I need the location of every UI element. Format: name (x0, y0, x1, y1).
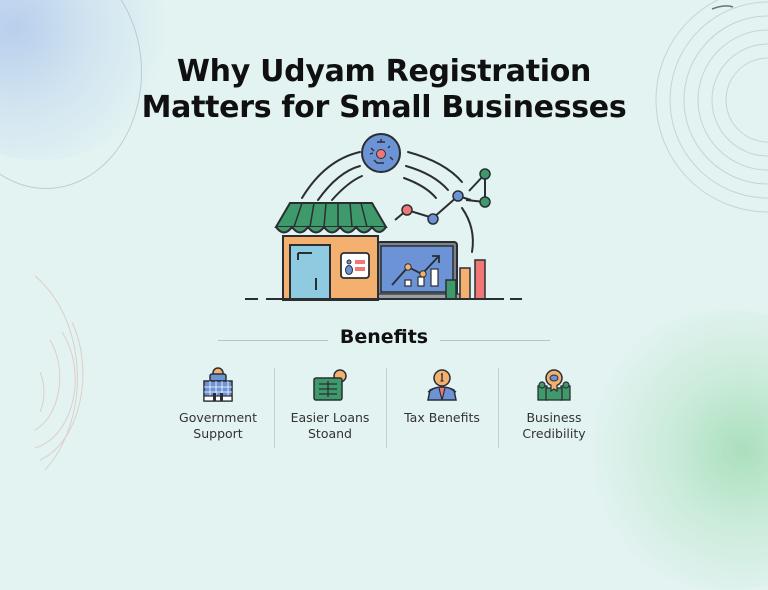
divider-right (440, 340, 550, 341)
benefit-cards: Government Support Easier Loans Stoand T… (162, 366, 610, 450)
loan-document-icon (313, 369, 347, 401)
government-building-icon (203, 367, 233, 402)
benefit-label-line1: Easier Loans (290, 410, 370, 425)
benefits-heading: Benefits (339, 326, 429, 348)
benefit-government-support[interactable]: Government Support (162, 366, 274, 450)
signal-arcs-icon (301, 151, 474, 253)
divider-left (218, 340, 328, 341)
benefit-label-line1: Government (179, 410, 257, 425)
title-line-1: Why Udyam Registration (176, 54, 592, 89)
benefit-business-credibility[interactable]: Business Credibility (498, 366, 610, 450)
laptop-chart-icon (363, 241, 465, 300)
page-title: Why Udyam Registration Matters for Small… (0, 54, 768, 126)
hero-illustration (245, 133, 522, 301)
tax-person-icon (427, 369, 457, 401)
benefit-label-line2: Credibility (522, 426, 586, 441)
benefit-label-line1: Tax Benefits (404, 410, 480, 425)
network-hub-icon (361, 133, 401, 173)
benefit-label-line2: Support (193, 426, 243, 441)
credibility-badge-icon (537, 369, 571, 401)
benefit-easier-loans[interactable]: Easier Loans Stoand (274, 366, 386, 450)
benefit-label-line1: Business (526, 410, 582, 425)
storefront-icon (274, 202, 388, 301)
benefit-label-line2: Stoand (307, 426, 352, 441)
title-line-2: Matters for Small Businesses (141, 90, 627, 125)
benefits-header: Benefits (0, 322, 768, 358)
benefit-tax-benefits[interactable]: Tax Benefits (386, 366, 498, 450)
trend-line-icon (394, 168, 491, 225)
